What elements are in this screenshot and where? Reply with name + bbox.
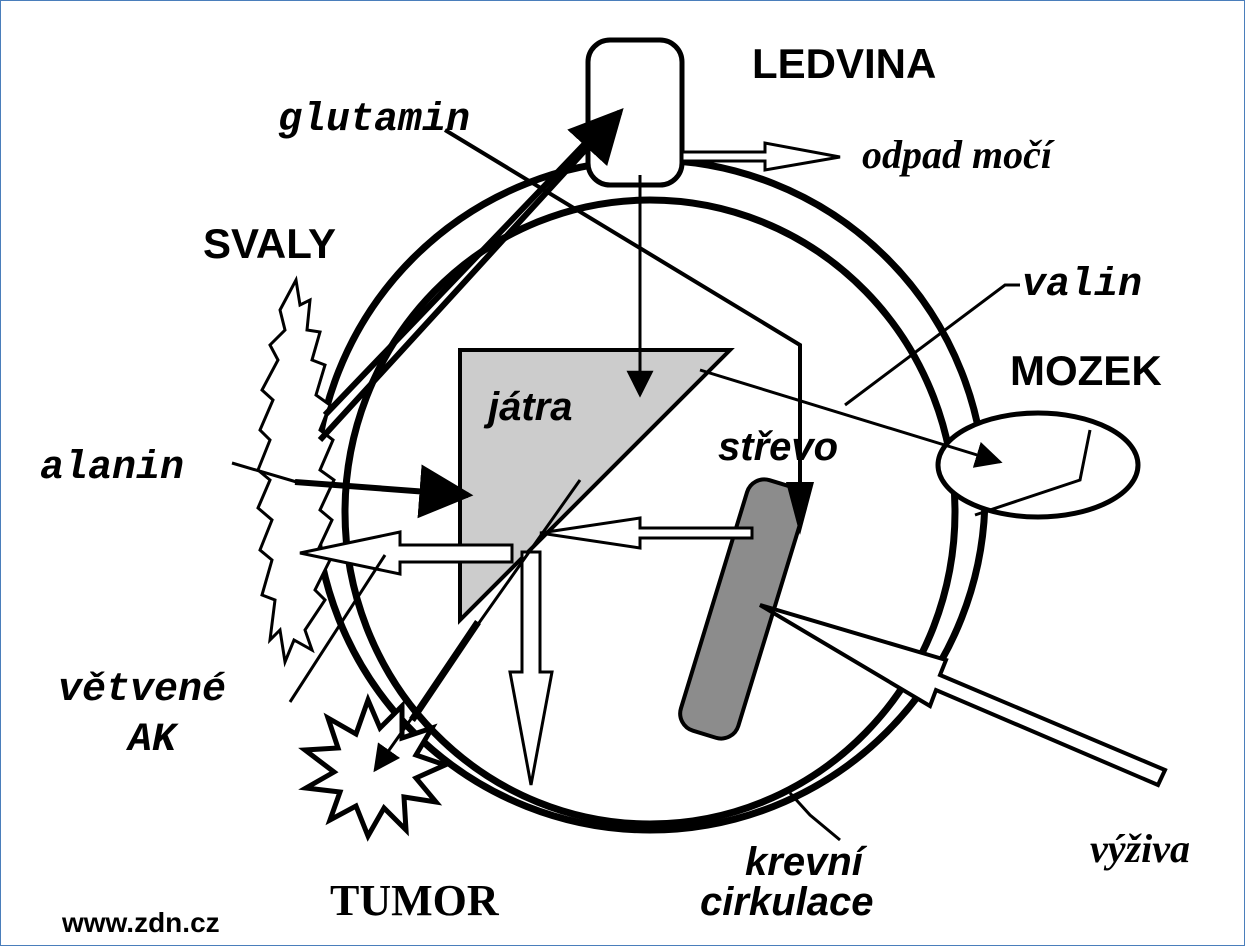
bcaa-label-line2: AK xyxy=(125,718,179,763)
valine-label: valin xyxy=(1022,263,1142,308)
glutamine-label: glutamin xyxy=(278,98,470,143)
circulation-pointer xyxy=(790,793,840,840)
muscles-label: SVALY xyxy=(203,220,336,267)
circulation-label-line1: krevní xyxy=(745,840,868,884)
circulation-ring-outer xyxy=(315,160,985,830)
intestine-to-liver-arrow xyxy=(540,518,752,548)
circulation-ring-inner xyxy=(345,200,955,824)
circulation-label-line2: cirkulace xyxy=(700,880,873,924)
website-label: www.zdn.cz xyxy=(61,907,220,938)
brain-label: MOZEK xyxy=(1010,347,1162,394)
brain-shape xyxy=(938,413,1138,517)
kidney-box xyxy=(588,40,682,185)
muscle-shape xyxy=(258,280,334,662)
tumor-label: TUMOR xyxy=(330,876,500,925)
urine-waste-label: odpad močí xyxy=(862,132,1055,177)
bcaa-label-line1: větvené xyxy=(58,668,226,713)
intestine-label: střevo xyxy=(718,425,838,469)
nutrition-arrow xyxy=(760,605,1165,785)
liver-label: játra xyxy=(483,385,573,429)
nutrition-label: výživa xyxy=(1090,826,1190,871)
alanine-label: alanin xyxy=(40,446,184,491)
kidney-label: LEDVINA xyxy=(752,40,936,87)
liver-down-arrow xyxy=(510,552,552,785)
liver-to-tumor-thick xyxy=(412,622,478,720)
intestine-shape xyxy=(676,475,810,743)
